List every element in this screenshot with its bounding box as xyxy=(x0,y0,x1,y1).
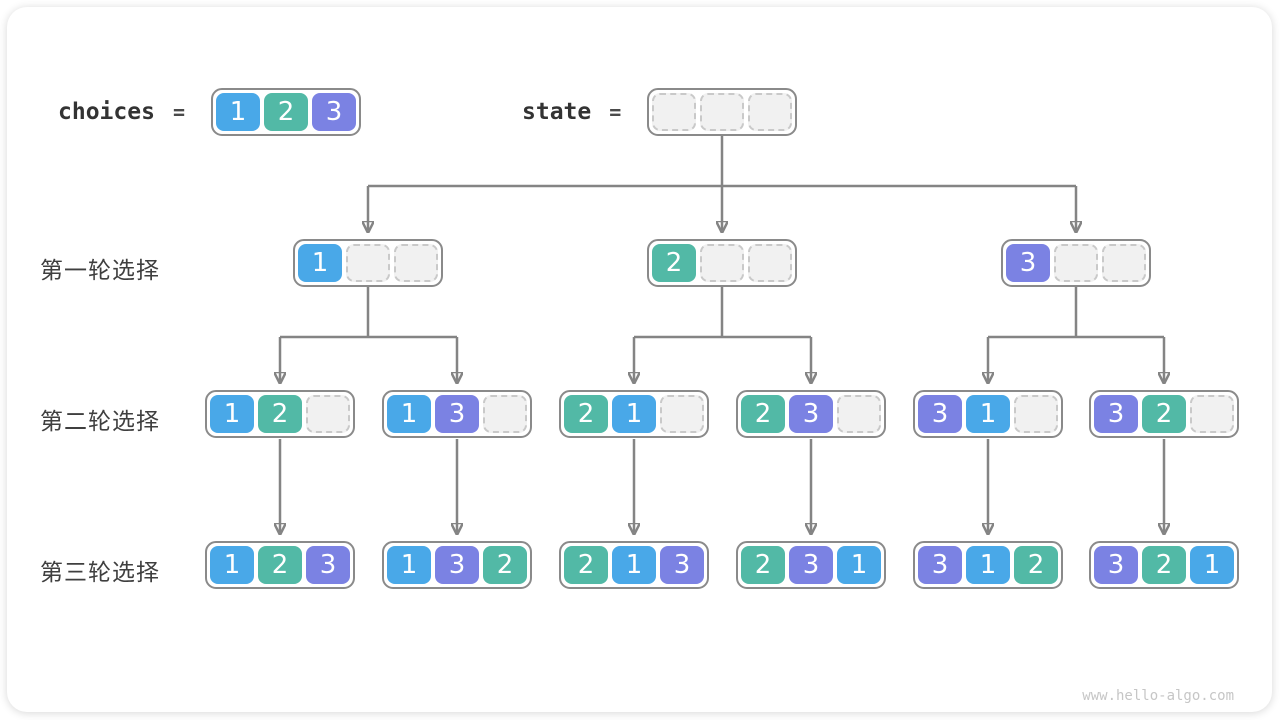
tree-node-r2-13: 1 3 xyxy=(382,390,532,438)
choices-label: choices xyxy=(58,99,155,125)
equals-sign: = xyxy=(172,100,185,124)
array-cell: 2 xyxy=(652,244,696,282)
empty-cell xyxy=(748,244,792,282)
array-cell: 2 xyxy=(258,395,302,433)
tree-node-r2-12: 1 2 xyxy=(205,390,355,438)
array-cell: 1 xyxy=(966,546,1010,584)
empty-cell xyxy=(1102,244,1146,282)
round-3-label: 第三轮选择 xyxy=(40,559,160,585)
array-cell: 3 xyxy=(918,395,962,433)
empty-cell xyxy=(394,244,438,282)
array-cell: 2 xyxy=(258,546,302,584)
array-cell: 3 xyxy=(1094,395,1138,433)
array-cell-2: 2 xyxy=(264,93,308,131)
empty-cell xyxy=(652,93,696,131)
tree-node-r2-32: 3 2 xyxy=(1089,390,1239,438)
array-cell: 3 xyxy=(789,395,833,433)
array-cell: 1 xyxy=(612,395,656,433)
array-cell: 3 xyxy=(918,546,962,584)
state-label: state xyxy=(522,99,592,125)
equals-sign: = xyxy=(609,100,622,124)
tree-node-r1-2: 2 xyxy=(647,239,797,287)
tree-node-r1-3: 3 xyxy=(1001,239,1151,287)
empty-cell xyxy=(700,244,744,282)
array-cell: 1 xyxy=(612,546,656,584)
array-cell: 1 xyxy=(387,395,431,433)
array-cell: 1 xyxy=(837,546,881,584)
tree-node-r3-132: 1 3 2 xyxy=(382,541,532,589)
array-cell: 3 xyxy=(1094,546,1138,584)
empty-cell xyxy=(1190,395,1234,433)
array-cell: 3 xyxy=(306,546,350,584)
tree-node-r3-123: 1 2 3 xyxy=(205,541,355,589)
array-cell: 3 xyxy=(789,546,833,584)
state-header: state = xyxy=(522,88,621,136)
tree-node-r1-1: 1 xyxy=(293,239,443,287)
state-array xyxy=(647,88,797,136)
tree-node-r2-21: 2 1 xyxy=(559,390,709,438)
array-cell: 1 xyxy=(210,395,254,433)
array-cell: 3 xyxy=(660,546,704,584)
empty-cell xyxy=(346,244,390,282)
array-cell: 2 xyxy=(564,395,608,433)
array-cell: 1 xyxy=(210,546,254,584)
empty-cell xyxy=(306,395,350,433)
array-cell-1: 1 xyxy=(216,93,260,131)
array-cell: 1 xyxy=(387,546,431,584)
empty-cell xyxy=(837,395,881,433)
array-cell: 3 xyxy=(435,546,479,584)
array-cell: 2 xyxy=(1142,395,1186,433)
empty-cell xyxy=(1014,395,1058,433)
array-cell: 3 xyxy=(1006,244,1050,282)
tree-node-r3-231: 2 3 1 xyxy=(736,541,886,589)
round-1-label: 第一轮选择 xyxy=(40,257,160,283)
array-cell-3: 3 xyxy=(312,93,356,131)
tree-node-r3-321: 3 2 1 xyxy=(1089,541,1239,589)
empty-cell xyxy=(1054,244,1098,282)
tree-node-r3-213: 2 1 3 xyxy=(559,541,709,589)
tree-node-r3-312: 3 1 2 xyxy=(913,541,1063,589)
tree-node-r2-31: 3 1 xyxy=(913,390,1063,438)
round-2-label: 第二轮选择 xyxy=(40,408,160,434)
array-cell: 1 xyxy=(966,395,1010,433)
array-cell: 2 xyxy=(1142,546,1186,584)
empty-cell xyxy=(483,395,527,433)
choices-array: 1 2 3 xyxy=(211,88,361,136)
array-cell: 2 xyxy=(483,546,527,584)
tree-node-r2-23: 2 3 xyxy=(736,390,886,438)
empty-cell xyxy=(748,93,792,131)
array-cell: 2 xyxy=(1014,546,1058,584)
array-cell: 1 xyxy=(1190,546,1234,584)
empty-cell xyxy=(700,93,744,131)
array-cell: 1 xyxy=(298,244,342,282)
array-cell: 2 xyxy=(741,395,785,433)
site-watermark: www.hello-algo.com xyxy=(1082,688,1234,704)
array-cell: 2 xyxy=(741,546,785,584)
choices-header: choices = xyxy=(58,88,185,136)
array-cell: 2 xyxy=(564,546,608,584)
array-cell: 3 xyxy=(435,395,479,433)
empty-cell xyxy=(660,395,704,433)
